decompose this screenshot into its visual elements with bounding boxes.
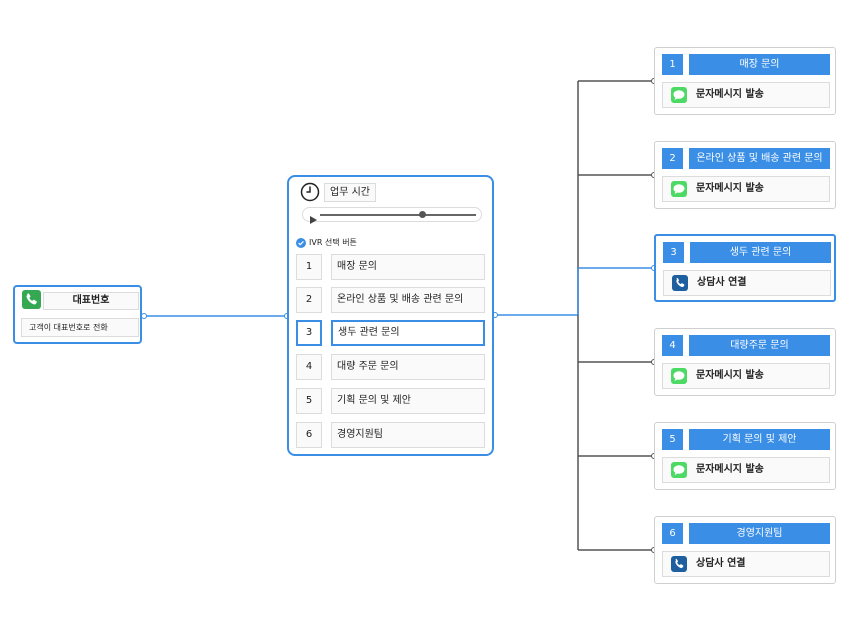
ivr-section-label-text: IVR 선택 버튼 — [309, 238, 357, 247]
audio-progress-knob[interactable] — [419, 211, 427, 218]
response-number: 5 — [662, 429, 683, 450]
phone-icon — [22, 290, 41, 309]
start-node-title: 대표번호 — [43, 292, 139, 310]
response-action[interactable]: 문자메시지 발송 — [662, 82, 830, 108]
response-name: 대량주문 문의 — [689, 335, 830, 356]
response-action[interactable]: 문자메시지 발송 — [662, 176, 830, 202]
response-number: 1 — [662, 54, 683, 75]
response-name: 경영지원팀 — [689, 523, 830, 544]
ivr-section-label: IVR 선택 버튼 — [296, 237, 357, 249]
response-number: 4 — [662, 335, 683, 356]
phone-icon — [672, 275, 688, 291]
play-icon[interactable] — [308, 210, 318, 224]
response-action-text: 문자메시지 발송 — [696, 464, 764, 475]
response-number: 3 — [663, 242, 684, 263]
business-hours-title: 업무 시간 — [324, 183, 376, 202]
message-icon — [671, 181, 687, 197]
connector-port — [141, 313, 147, 319]
message-icon — [671, 368, 687, 384]
ivr-option-number[interactable]: 4 — [296, 354, 322, 380]
response-action-text: 문자메시지 발송 — [696, 89, 764, 100]
response-action[interactable]: 문자메시지 발송 — [662, 363, 830, 389]
ivr-option-label-selected[interactable]: 생두 관련 문의 — [331, 320, 485, 346]
clock-icon — [300, 182, 320, 202]
start-node-description: 고객이 대표번호로 전화 — [21, 318, 139, 337]
phone-icon — [671, 556, 687, 572]
ivr-option-label[interactable]: 기획 문의 및 제안 — [331, 388, 485, 414]
business-hours-node[interactable]: 업무 시간 IVR 선택 버튼 1 매장 문의 2 온라인 상품 및 배송 관련… — [287, 175, 494, 456]
ivr-option-number[interactable]: 5 — [296, 388, 322, 414]
start-node-main-number[interactable]: 대표번호 고객이 대표번호로 전화 — [13, 285, 142, 344]
response-node-1[interactable]: 1 매장 문의 문자메시지 발송 — [654, 47, 836, 115]
response-node-5[interactable]: 5 기획 문의 및 제안 문자메시지 발송 — [654, 422, 836, 490]
ivr-option-number[interactable]: 6 — [296, 422, 322, 448]
response-name: 온라인 상품 및 배송 관련 문의 — [689, 148, 830, 169]
response-action-text: 상담사 연결 — [697, 277, 747, 288]
response-number: 2 — [662, 148, 683, 169]
response-name: 생두 관련 문의 — [690, 242, 831, 263]
check-circle-icon — [296, 238, 306, 248]
message-icon — [671, 87, 687, 103]
response-action-text: 상담사 연결 — [696, 558, 746, 569]
response-action-text: 문자메시지 발송 — [696, 370, 764, 381]
response-action[interactable]: 상담사 연결 — [663, 270, 831, 296]
response-action[interactable]: 문자메시지 발송 — [662, 457, 830, 483]
audio-progress-track[interactable] — [320, 214, 476, 216]
ivr-option-number[interactable]: 2 — [296, 287, 322, 313]
response-node-4[interactable]: 4 대량주문 문의 문자메시지 발송 — [654, 328, 836, 396]
message-icon — [671, 462, 687, 478]
response-node-6[interactable]: 6 경영지원팀 상담사 연결 — [654, 516, 836, 584]
ivr-option-number-selected[interactable]: 3 — [296, 320, 322, 346]
ivr-option-label[interactable]: 온라인 상품 및 배송 관련 문의 — [331, 287, 485, 313]
ivr-option-label[interactable]: 매장 문의 — [331, 254, 485, 280]
response-node-3[interactable]: 3 생두 관련 문의 상담사 연결 — [654, 234, 836, 302]
ivr-option-label[interactable]: 대량 주문 문의 — [331, 354, 485, 380]
response-node-2[interactable]: 2 온라인 상품 및 배송 관련 문의 문자메시지 발송 — [654, 141, 836, 209]
audio-player[interactable] — [302, 207, 482, 224]
ivr-option-number[interactable]: 1 — [296, 254, 322, 280]
response-name: 기획 문의 및 제안 — [689, 429, 830, 450]
response-number: 6 — [662, 523, 683, 544]
response-action-text: 문자메시지 발송 — [696, 183, 764, 194]
response-name: 매장 문의 — [689, 54, 830, 75]
response-action[interactable]: 상담사 연결 — [662, 551, 830, 577]
ivr-option-label[interactable]: 경영지원팀 — [331, 422, 485, 448]
